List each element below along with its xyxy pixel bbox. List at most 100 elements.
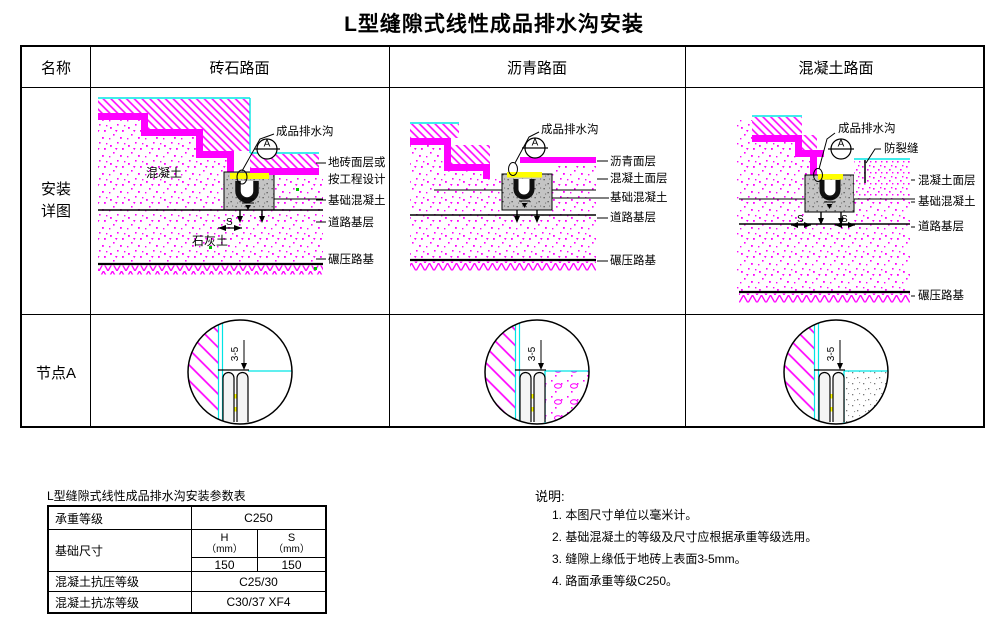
drain-label: 成品排水沟 — [838, 121, 896, 135]
row-label-line1: 安装 — [40, 180, 71, 198]
brick-detail-drawing: S A 成品排水沟 混凝土 石灰土 — [98, 97, 386, 275]
concrete-soil-region — [98, 120, 227, 210]
s-dimension: S — [218, 217, 242, 231]
concrete-detail-drawing: S S A 成品排水沟 防裂缝 — [737, 115, 976, 303]
main-table: 名称 砖石路面 沥青路面 混凝土路面 安装 详图 节点A — [20, 45, 985, 428]
param-row-load-class-value: C250 — [192, 507, 325, 530]
param-h-value: 150 — [192, 558, 258, 572]
node-a-brick: 3-5 — [187, 319, 293, 425]
table-divider — [90, 47, 91, 426]
svg-text:3-5: 3-5 — [527, 346, 538, 361]
label-leaders — [597, 160, 608, 262]
s-unit: （mm） — [273, 543, 310, 555]
svg-text:A: A — [264, 139, 271, 150]
svg-text:A: A — [838, 139, 845, 150]
param-row-load-class-label: 承重等级 — [49, 507, 192, 530]
page-title: L型缝隙式线性成品排水沟安装 — [344, 13, 644, 36]
svg-text:3-5: 3-5 — [230, 346, 241, 361]
asphalt-surface-band — [520, 157, 596, 163]
row-label-installation-detail: 安装 详图 — [22, 87, 90, 314]
svg-text:混凝土面层: 混凝土面层 — [918, 173, 976, 187]
h-dim-mark — [519, 196, 530, 208]
asphalt-detail-drawing: A 成品排水沟 沥青面层 混凝土面层 基础混凝土 道路基层 碾压路基 — [410, 122, 668, 271]
param-row-frost-label: 混凝土抗冻等级 — [49, 592, 192, 612]
svg-text:S: S — [841, 214, 848, 225]
node-content: 3-5 — [485, 320, 589, 424]
right-soil-region — [854, 199, 910, 224]
inner-lime-label: 石灰土 — [192, 234, 228, 248]
table-divider — [685, 47, 686, 426]
note-item-1: 1. 本图尺寸单位以毫米计。 — [552, 508, 698, 522]
roadbed-hatch — [410, 261, 596, 271]
crack-joint-leader — [865, 148, 881, 164]
node-circle-outline — [187, 319, 293, 425]
node-a-asphalt: 3-5 — [484, 319, 590, 425]
notes-heading: 说明: — [535, 489, 565, 504]
roadbed-hatch — [98, 265, 323, 275]
label-leaders — [911, 179, 915, 297]
magenta-bedding-steps — [98, 113, 234, 177]
svg-text:道路基层: 道路基层 — [610, 210, 656, 224]
svg-text:基础混凝土: 基础混凝土 — [328, 193, 386, 207]
drain-label: 成品排水沟 — [276, 124, 334, 138]
brick-surface-hatch — [98, 97, 251, 153]
row-label-node-a: 节点A — [35, 364, 76, 382]
bottom-soil-region — [410, 215, 596, 260]
yellow-slot-cover — [507, 172, 542, 178]
inner-concrete-label: 混凝土 — [146, 165, 182, 180]
u-channel — [513, 179, 535, 200]
param-row-compressive-value: C25/30 — [192, 572, 325, 592]
svg-text:沥青面层: 沥青面层 — [610, 155, 656, 168]
h-name: H — [220, 531, 229, 544]
section-marker-a: A — [508, 131, 548, 176]
param-row-frost-value: C30/37 XF4 — [226, 595, 291, 609]
table-divider — [389, 47, 390, 426]
node-circle-outline — [783, 319, 889, 425]
svg-text:A: A — [532, 138, 539, 149]
svg-text:基础混凝土: 基础混凝土 — [610, 190, 668, 204]
anchor-marks — [818, 212, 844, 225]
section-marker-a: A — [813, 132, 854, 182]
row-label-line2: 详图 — [40, 202, 71, 220]
param-row-compressive-label: 混凝土抗压等级 — [49, 572, 192, 592]
svg-text:S: S — [797, 214, 804, 225]
svg-text:道路基层: 道路基层 — [918, 219, 964, 233]
roadbed-hatch — [739, 293, 910, 303]
section-marker-a: A — [236, 133, 280, 185]
svg-text:按工程设计: 按工程设计 — [328, 172, 386, 186]
svg-text:混凝土面层: 混凝土面层 — [610, 171, 668, 185]
parameter-table: 承重等级 C250 基础尺寸 H （mm） S （mm） 150 150 混凝土… — [47, 505, 327, 614]
note-item-2: 2. 基础混凝土的等级及尺寸应根据承重等级选用。 — [552, 530, 818, 544]
header-name: 名称 — [40, 59, 71, 77]
surface-hatch — [410, 122, 490, 164]
param-s-value: 150 — [258, 558, 325, 572]
yellow-slot-cover — [818, 174, 843, 180]
header-concrete-pavement: 混凝土路面 — [798, 59, 874, 77]
left-soil-region — [410, 145, 502, 215]
svg-text:基础混凝土: 基础混凝土 — [918, 194, 976, 208]
header-asphalt-pavement: 沥青路面 — [506, 59, 567, 77]
node-a-concrete: 3-5 — [783, 319, 889, 425]
param-row-foundation-size-label: 基础尺寸 — [49, 530, 192, 572]
crack-joint-label: 防裂缝 — [884, 141, 919, 155]
magenta-bedding-steps — [752, 135, 824, 179]
note-item-3: 3. 缝隙上缘低于地砖上表面3-5mm。 — [552, 552, 747, 566]
layer-labels: 沥青面层 混凝土面层 基础混凝土 道路基层 碾压路基 — [610, 155, 668, 267]
yellow-slot-cover — [230, 173, 269, 179]
param-s-header: S （mm） — [258, 530, 325, 558]
note-item-4: 4. 路面承重等级C250。 — [552, 574, 679, 588]
anchor-marks — [237, 210, 265, 223]
h-unit: （mm） — [206, 543, 243, 555]
drain-label: 成品排水沟 — [541, 122, 599, 136]
param-h-header: H （mm） — [192, 530, 258, 558]
layer-labels: 混凝土面层 基础混凝土 道路基层 碾压路基 — [918, 173, 976, 302]
s-name: S — [287, 531, 296, 544]
table-divider — [22, 87, 983, 88]
svg-text:碾压路基: 碾压路基 — [918, 288, 964, 302]
svg-text:3-5: 3-5 — [826, 346, 837, 361]
h-dim-mark — [824, 197, 835, 209]
svg-text:碾压路基: 碾压路基 — [610, 253, 656, 267]
layer-labels: 地砖面层或 按工程设计 基础混凝土 道路基层 碾压路基 — [328, 155, 386, 266]
right-soil-region — [274, 177, 323, 210]
